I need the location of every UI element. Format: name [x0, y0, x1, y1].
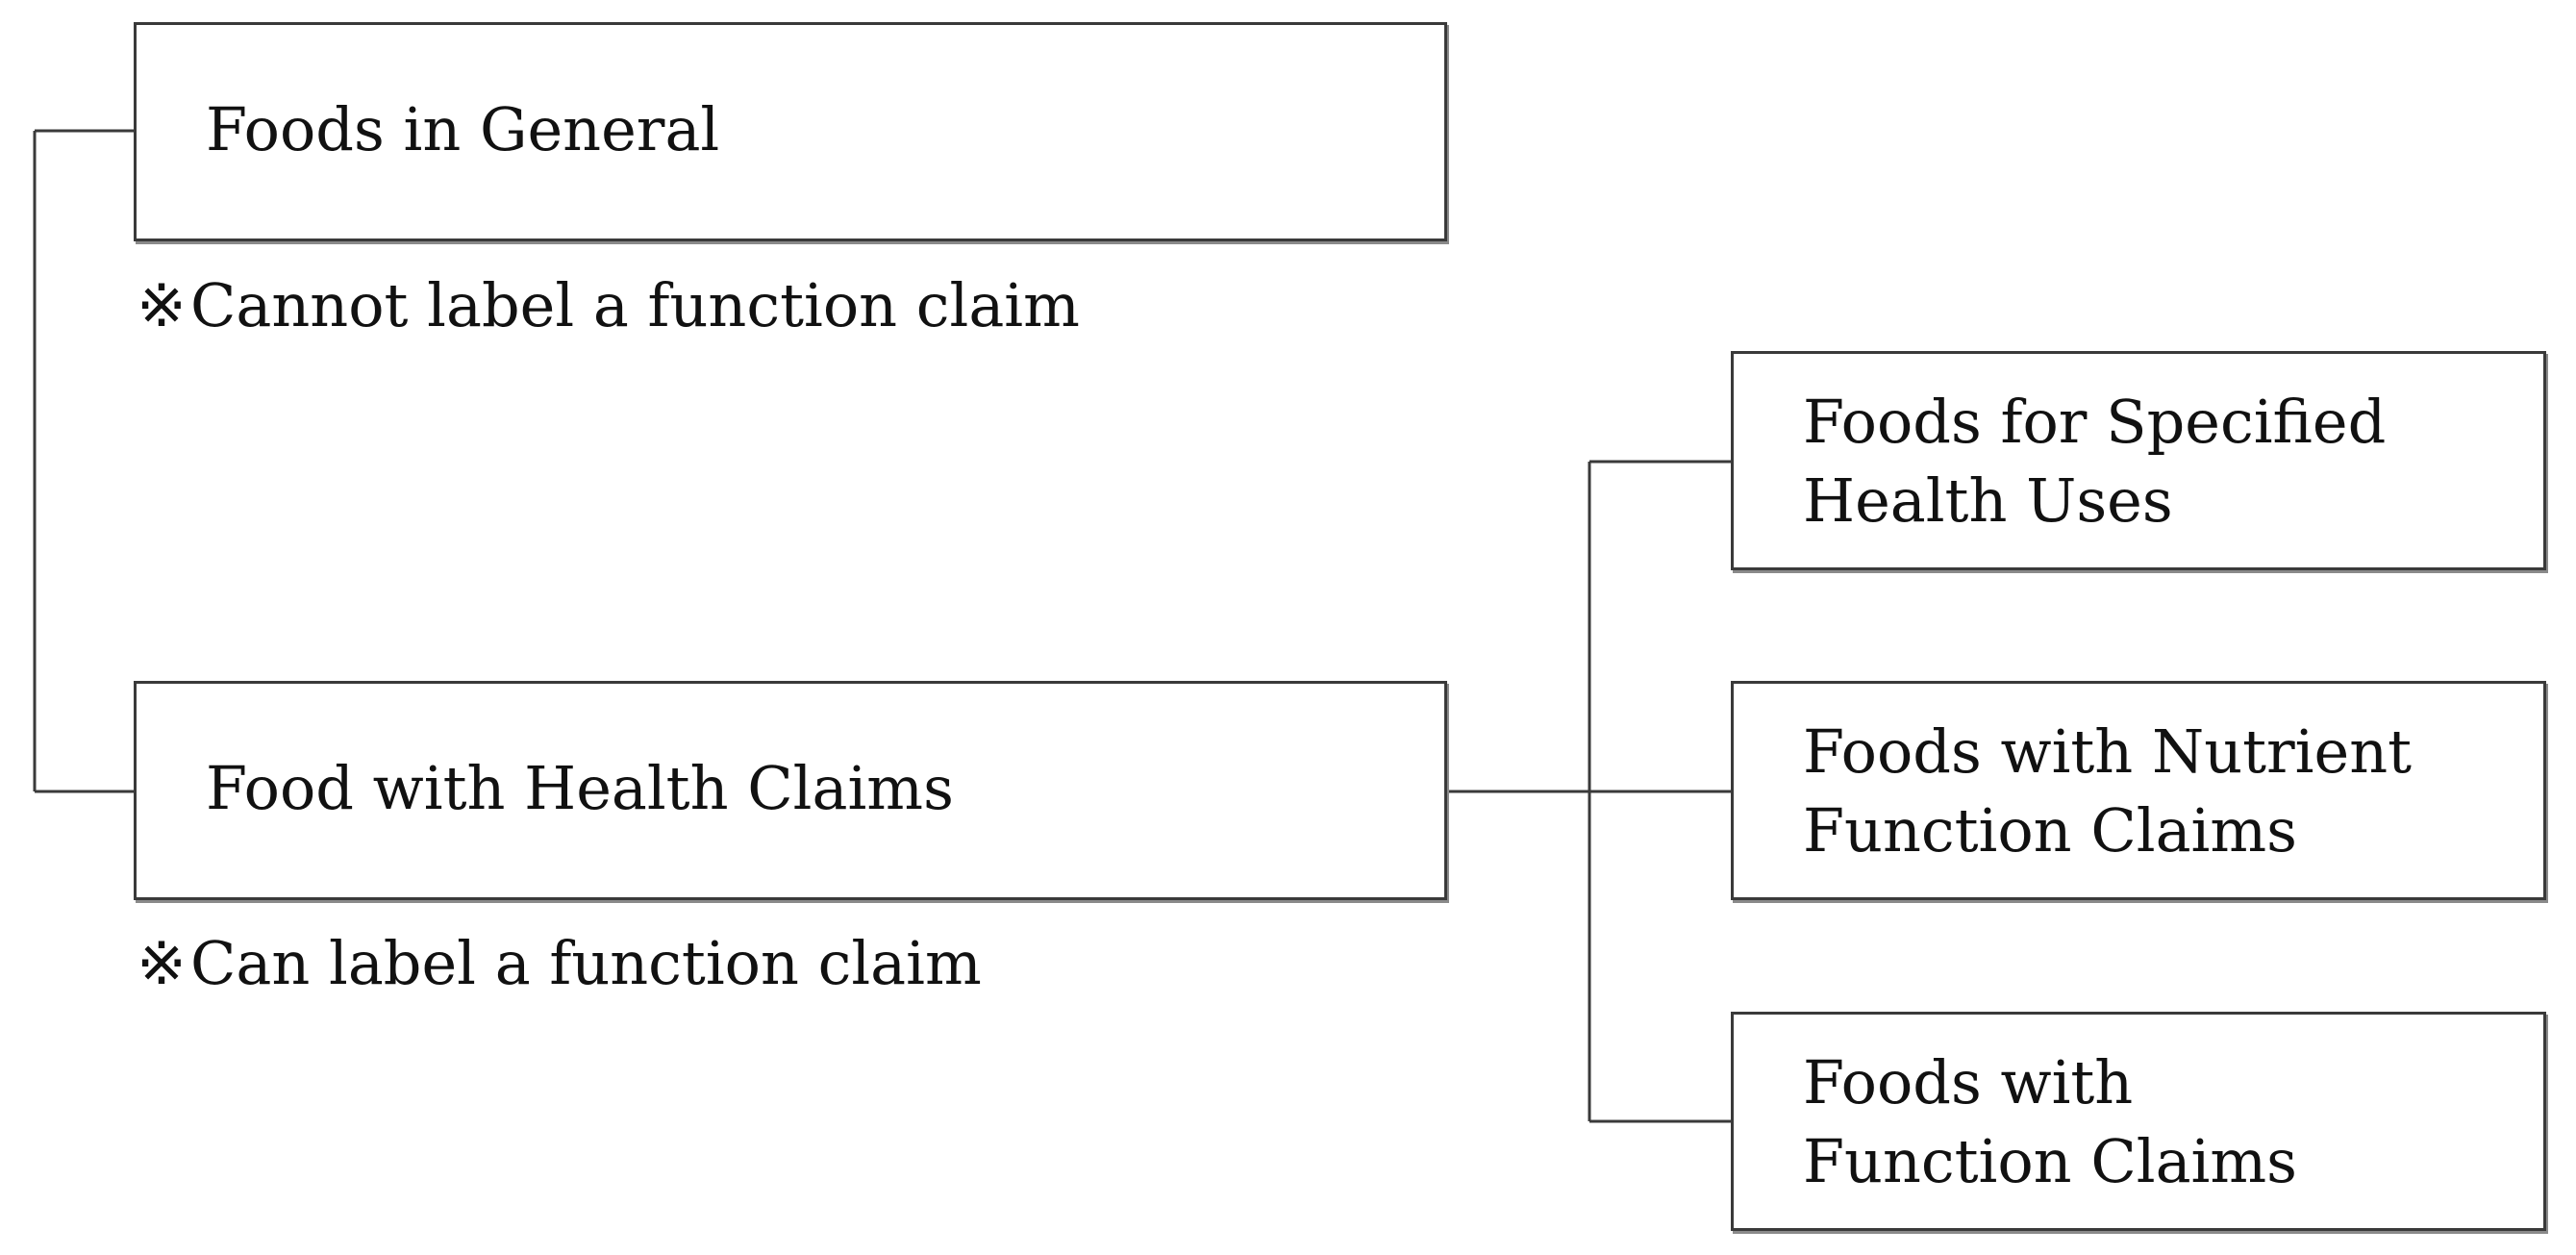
reference-mark-icon: ※: [137, 270, 187, 340]
note-text: Can label a function claim: [189, 928, 982, 998]
box-label-line: Function Claims: [1803, 1126, 2297, 1196]
note-text: Cannot label a function claim: [189, 270, 1080, 340]
box-label: Foods for Specified Health Uses: [1803, 383, 2386, 540]
box-label-line: Foods for Specified: [1803, 387, 2387, 457]
box-label: Foods with Nutrient Function Claims: [1803, 713, 2412, 870]
reference-mark-icon: ※: [137, 928, 187, 998]
box-label: Food with Health Claims: [206, 753, 954, 823]
box-foods-in-general: Foods in General: [134, 22, 1447, 241]
note-cannot-label: ※Cannot label a function claim: [137, 267, 1080, 344]
box-label: Foods in General: [206, 94, 720, 164]
box-food-with-health-claims: Food with Health Claims: [134, 681, 1447, 900]
note-can-label: ※Can label a function claim: [137, 925, 982, 1002]
box-label-line: Foods with: [1803, 1047, 2134, 1117]
box-label-line: Health Uses: [1803, 465, 2173, 536]
box-label-line: Foods with Nutrient: [1803, 716, 2413, 787]
box-foods-for-specified-health-uses: Foods for Specified Health Uses: [1731, 351, 2546, 570]
box-foods-with-nutrient-function-claims: Foods with Nutrient Function Claims: [1731, 681, 2546, 900]
box-foods-with-function-claims: Foods with Function Claims: [1731, 1012, 2546, 1231]
box-label-line: Function Claims: [1803, 795, 2297, 866]
box-label: Foods with Function Claims: [1803, 1043, 2297, 1201]
